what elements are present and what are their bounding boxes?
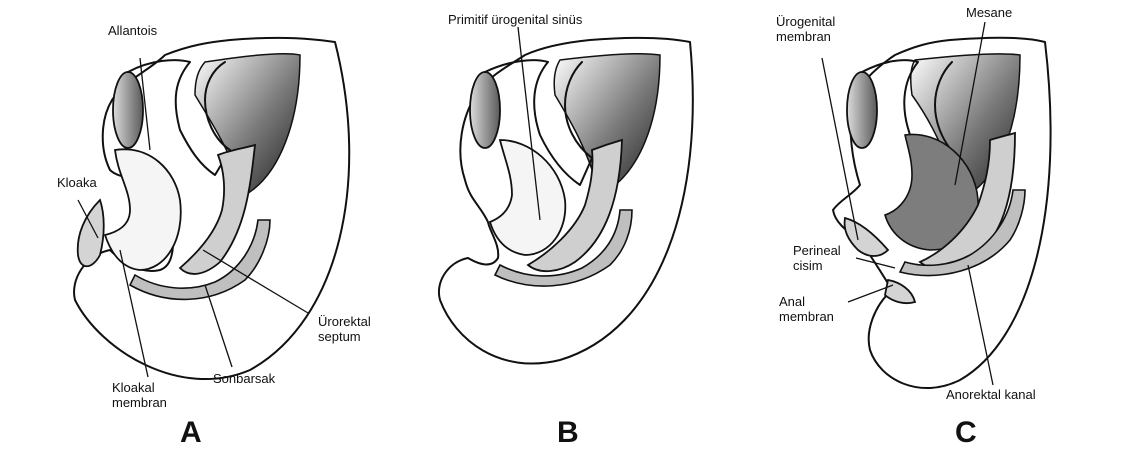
panel-a-drawing <box>74 38 349 379</box>
panel-letter-c: C <box>955 416 977 450</box>
label-perineal-cisim: Perineal cisim <box>793 243 841 273</box>
label-mesane: Mesane <box>966 5 1012 20</box>
label-urorektal-septum: Ürorektal septum <box>318 314 371 344</box>
panel-b-allantois-opening <box>470 72 500 148</box>
label-anorektal-kanal: Anorektal kanal <box>946 387 1036 402</box>
panel-c-urogenital-membrane <box>845 218 888 256</box>
panel-a-cloacal-membrane <box>78 200 104 266</box>
label-allantois: Allantois <box>108 23 157 38</box>
panel-c-leader-anorektal <box>968 265 993 385</box>
panel-c-anal-membrane <box>885 280 915 303</box>
panel-c-drawing <box>822 22 1051 388</box>
label-kloakal-membran: Kloakal membran <box>112 380 167 410</box>
panel-letter-b: B <box>557 416 579 450</box>
panel-b-drawing <box>439 27 693 364</box>
label-urogenital-membran: Ürogenital membran <box>776 14 835 44</box>
label-primitif-urogenital-sinus: Primitif ürogenital sinüs <box>448 12 582 27</box>
label-anal-membran: Anal membran <box>779 294 834 324</box>
panel-b-urogenital-sinus <box>490 140 565 255</box>
panel-a-urorectal-septum <box>180 145 255 274</box>
panel-letter-a: A <box>180 416 202 450</box>
panel-a-leader-sonbarsak <box>205 285 232 367</box>
label-kloaka: Kloaka <box>57 175 97 190</box>
panel-c-leader-perineal <box>856 258 895 268</box>
panel-a-cloaca-cavity <box>105 149 181 270</box>
panel-c-allantois-opening <box>847 72 877 148</box>
label-sonbarsak: Sonbarsak <box>213 371 275 386</box>
panel-a-allantois-opening <box>113 72 143 148</box>
